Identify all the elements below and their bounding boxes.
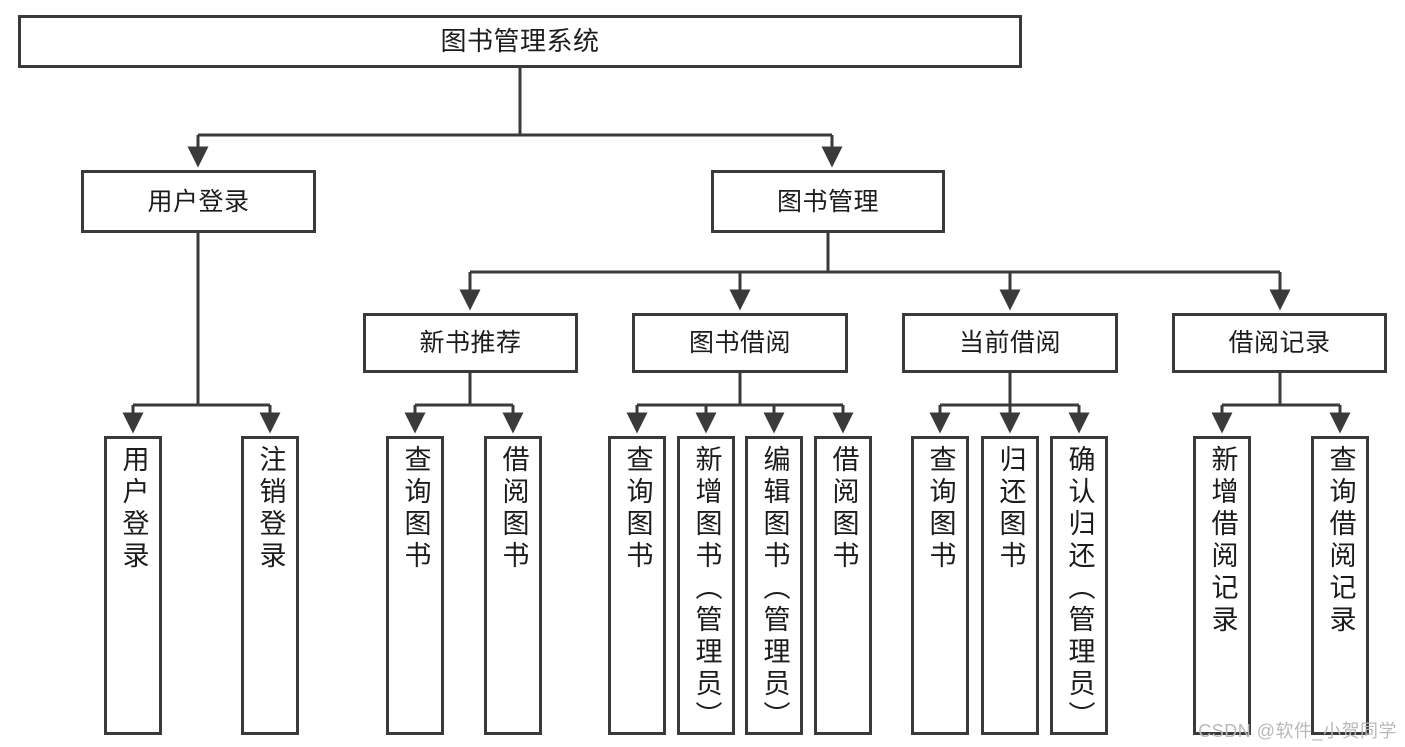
leaf-add-borrowing-record[interactable]: 新增借阅记录 <box>1193 436 1251 735</box>
node-root-book-management-system[interactable]: 图书管理系统 <box>18 15 1022 68</box>
node-current-borrowing[interactable]: 当前借阅 <box>902 313 1118 373</box>
node-borrowing-records[interactable]: 借阅记录 <box>1172 313 1387 373</box>
node-label: 用户登录 <box>147 187 250 216</box>
leaf-query-books-recommendation[interactable]: 查询图书 <box>386 436 444 735</box>
leaf-logout[interactable]: 注销登录 <box>241 436 299 735</box>
node-user-login[interactable]: 用户登录 <box>81 170 316 233</box>
node-label: 用户登录 <box>118 445 149 573</box>
node-label: 查询图书 <box>400 445 431 573</box>
leaf-borrow-books[interactable]: 借阅图书 <box>814 436 872 735</box>
node-label: 确认归还（管理员） <box>1064 445 1095 733</box>
leaf-confirm-return-admin[interactable]: 确认归还（管理员） <box>1050 436 1108 735</box>
node-label: 图书管理系统 <box>440 25 600 56</box>
node-label: 新增图书（管理员） <box>691 445 722 733</box>
node-label: 图书借阅 <box>688 329 791 357</box>
leaf-borrow-books-recommendation[interactable]: 借阅图书 <box>484 436 542 735</box>
node-label: 注销登录 <box>255 445 286 573</box>
node-label: 归还图书 <box>995 445 1026 573</box>
node-label: 编辑图书（管理员） <box>759 445 790 733</box>
leaf-return-books[interactable]: 归还图书 <box>981 436 1039 735</box>
node-label: 新书推荐 <box>419 329 522 357</box>
node-new-book-recommendation[interactable]: 新书推荐 <box>363 313 578 373</box>
csdn-watermark: CSDN @软件_小贺同学 <box>1198 721 1397 741</box>
node-label: 借阅图书 <box>498 445 529 573</box>
node-book-borrowing[interactable]: 图书借阅 <box>632 313 848 373</box>
leaf-add-book-admin[interactable]: 新增图书（管理员） <box>677 436 735 735</box>
leaf-query-books-current[interactable]: 查询图书 <box>911 436 969 735</box>
node-label: 新增借阅记录 <box>1207 445 1238 637</box>
node-label: 图书管理 <box>776 187 879 216</box>
node-label: 查询借阅记录 <box>1325 445 1356 637</box>
leaf-user-login[interactable]: 用户登录 <box>104 436 162 735</box>
leaf-edit-book-admin[interactable]: 编辑图书（管理员） <box>745 436 803 735</box>
node-label: 查询图书 <box>925 445 956 573</box>
node-label: 查询图书 <box>622 445 653 573</box>
leaf-query-borrowing-record[interactable]: 查询借阅记录 <box>1311 436 1369 735</box>
node-label: 当前借阅 <box>958 329 1061 357</box>
node-book-management[interactable]: 图书管理 <box>711 170 945 233</box>
leaf-query-books-borrowing[interactable]: 查询图书 <box>608 436 666 735</box>
node-label: 借阅记录 <box>1228 329 1331 357</box>
node-label: 借阅图书 <box>828 445 859 573</box>
